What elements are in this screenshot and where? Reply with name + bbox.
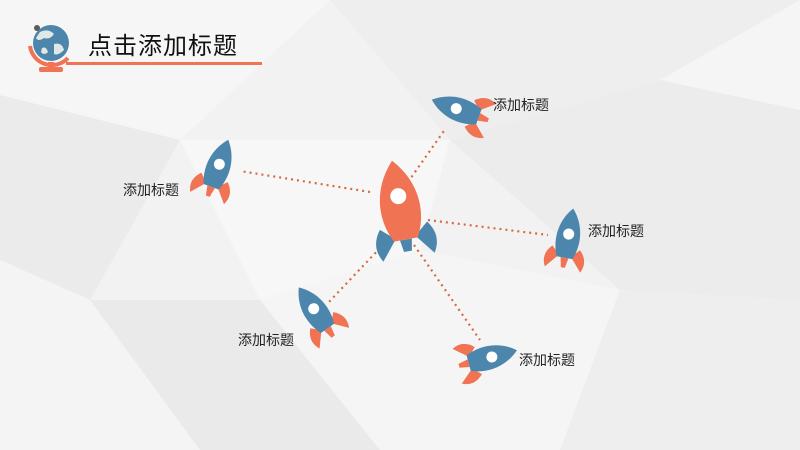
rocket-icon xyxy=(452,343,517,385)
globe-icon xyxy=(28,25,70,72)
rocket-icon xyxy=(298,287,350,349)
connector-line xyxy=(413,244,481,341)
title-underline xyxy=(66,62,262,65)
node-label-bottom-left[interactable]: 添加标题 xyxy=(238,333,294,349)
center-rocket-icon xyxy=(376,160,437,262)
rocket-icon xyxy=(543,208,585,273)
rocket-icon xyxy=(431,96,497,139)
node-label-right[interactable]: 添加标题 xyxy=(588,224,644,240)
page-title: 点击添加标题 xyxy=(88,32,238,60)
connector-line xyxy=(239,169,371,194)
node-label-left[interactable]: 添加标题 xyxy=(123,183,179,199)
connector-line xyxy=(327,247,381,304)
connector-line xyxy=(407,127,447,183)
rocket-icon xyxy=(189,139,232,205)
connector-line xyxy=(427,218,549,237)
node-label-bottom-right[interactable]: 添加标题 xyxy=(519,353,575,369)
node-label-top[interactable]: 添加标题 xyxy=(493,98,549,114)
